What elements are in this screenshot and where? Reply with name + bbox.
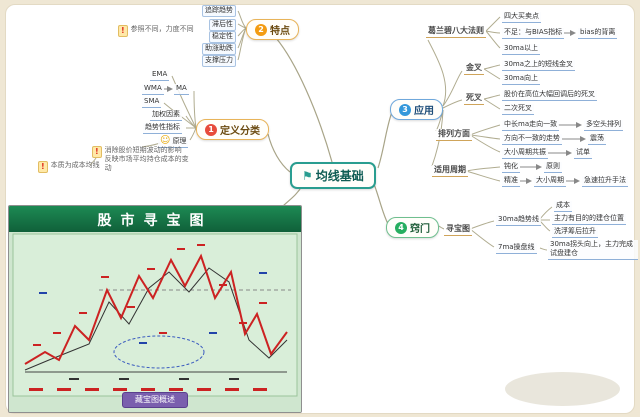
arrangement-leaf[interactable]: 多空头排列	[584, 120, 623, 131]
granville-leaf[interactable]: 30ma以上	[502, 44, 541, 55]
essence-note: ! 本质为成本均线	[38, 161, 100, 173]
application-arrangement[interactable]: 排列方面	[436, 129, 472, 141]
treasure-map-chart	[9, 232, 301, 412]
principle-note-text: 消除股价短期波动的影响 反映市场平均持仓成本的变动	[105, 146, 192, 173]
topic-application[interactable]: 3 应用	[390, 99, 443, 120]
topic-definition-label: 定义分类	[220, 126, 260, 137]
marker-2-icon: 2	[255, 23, 267, 36]
feature-item[interactable]: 追踪趋势	[202, 5, 236, 17]
feature-item[interactable]: 滞后性	[209, 19, 236, 31]
principle-note: ! 消除股价短期波动的影响 反映市场平均持仓成本的变动	[92, 146, 192, 173]
marker-4-icon: 4	[395, 221, 407, 234]
topic-tips[interactable]: 4 窍门	[386, 217, 439, 238]
golden-cross-leaf[interactable]: 30ma之上的短线金叉	[502, 60, 576, 71]
marker-3-icon: 3	[399, 103, 411, 116]
period-leaf[interactable]: 急速拉升手法	[582, 176, 628, 187]
exclamation-icon: !	[38, 161, 48, 173]
flag-icon: ⚑	[302, 168, 313, 183]
death-cross-leaf[interactable]: 股价在高位大幅回调后的死叉	[502, 90, 597, 101]
application-death-cross[interactable]: 死叉	[464, 93, 484, 105]
central-topic[interactable]: ⚑ 均线基础	[290, 162, 376, 189]
topic-tips-label: 窍门	[410, 224, 430, 235]
arrangement-leaf[interactable]: 大小周期共振	[502, 148, 548, 159]
tips-7ma-line[interactable]: 7ma操盘线	[496, 243, 537, 254]
tips-30ma-leaf[interactable]: 成本	[554, 201, 572, 212]
feature-item[interactable]: 稳定性	[209, 31, 236, 43]
period-leaf[interactable]: 大小周期	[534, 176, 566, 187]
arrangement-leaf[interactable]: 方向不一致的走势	[502, 134, 562, 145]
arrangement-leaf[interactable]: 试单	[574, 148, 592, 159]
granville-leaf[interactable]: 四大买卖点	[502, 12, 541, 23]
topic-features[interactable]: 2 特点	[246, 19, 299, 40]
tips-7ma-leaf[interactable]: 30ma拐头向上，主力完成试盘建仓	[548, 240, 638, 260]
tips-map-ref[interactable]: 寻宝图	[444, 224, 472, 236]
central-topic-label: 均线基础	[315, 169, 364, 183]
marker-1-icon: 1	[205, 123, 217, 136]
period-leaf[interactable]: 原则	[544, 162, 562, 173]
features-note: ! 参照不同，力度不同	[118, 25, 194, 37]
tips-30ma-leaf[interactable]: 主力有目的的建仓位置	[552, 214, 626, 225]
feature-item[interactable]: 支撑压力	[202, 55, 236, 67]
treasure-map-caption: 藏宝图概述	[122, 392, 188, 408]
definition-principle-label: 原理	[172, 136, 187, 145]
smiley-icon: ☺	[160, 135, 171, 146]
death-cross-leaf[interactable]: 二次死叉	[502, 104, 534, 115]
tips-30ma-leaf[interactable]: 洗浮筹后拉升	[552, 227, 598, 238]
period-leaf[interactable]: 精准	[502, 176, 520, 187]
application-period[interactable]: 适用周期	[432, 165, 468, 177]
application-golden-cross[interactable]: 金叉	[464, 63, 484, 75]
features-note-text: 参照不同，力度不同	[130, 25, 194, 33]
definition-indicator[interactable]: 趋势性指标	[143, 123, 182, 134]
topic-features-label: 特点	[270, 26, 290, 37]
topic-definition[interactable]: 1 定义分类	[196, 119, 269, 140]
definition-ema[interactable]: EMA	[150, 70, 170, 81]
exclamation-icon: !	[118, 25, 128, 37]
topic-application-label: 应用	[414, 106, 434, 117]
principle-note-line2: 反映市场平均持仓成本的变动	[104, 155, 189, 172]
principle-note-line1: 消除股价短期波动的影响	[104, 146, 182, 154]
golden-cross-leaf[interactable]: 30ma向上	[502, 74, 541, 85]
tips-30ma-line[interactable]: 30ma趋势线	[496, 215, 542, 226]
granville-leaf[interactable]: 不足：与BIAS指标	[502, 28, 565, 39]
exclamation-icon: !	[92, 146, 102, 158]
granville-leaf[interactable]: bias的背离	[578, 28, 618, 39]
application-granville[interactable]: 葛兰碧八大法则	[426, 26, 486, 38]
essence-note-text: 本质为成本均线	[50, 161, 100, 169]
treasure-map-image[interactable]: 股市寻宝图	[8, 205, 302, 413]
arrangement-leaf[interactable]: 中长ma走向一致	[502, 120, 560, 131]
definition-ma[interactable]: MA	[174, 84, 189, 95]
watermark	[505, 372, 620, 406]
definition-factor[interactable]: 加权因素	[150, 110, 182, 121]
definition-sma[interactable]: SMA	[142, 97, 162, 108]
definition-principle[interactable]: ☺ 原理	[158, 135, 189, 148]
definition-wma[interactable]: WMA	[142, 84, 164, 95]
feature-item[interactable]: 助涨助跌	[202, 43, 236, 55]
treasure-map-title: 股市寻宝图	[97, 213, 213, 229]
arrangement-leaf[interactable]: 震荡	[588, 134, 606, 145]
period-leaf[interactable]: 钝化	[502, 162, 520, 173]
